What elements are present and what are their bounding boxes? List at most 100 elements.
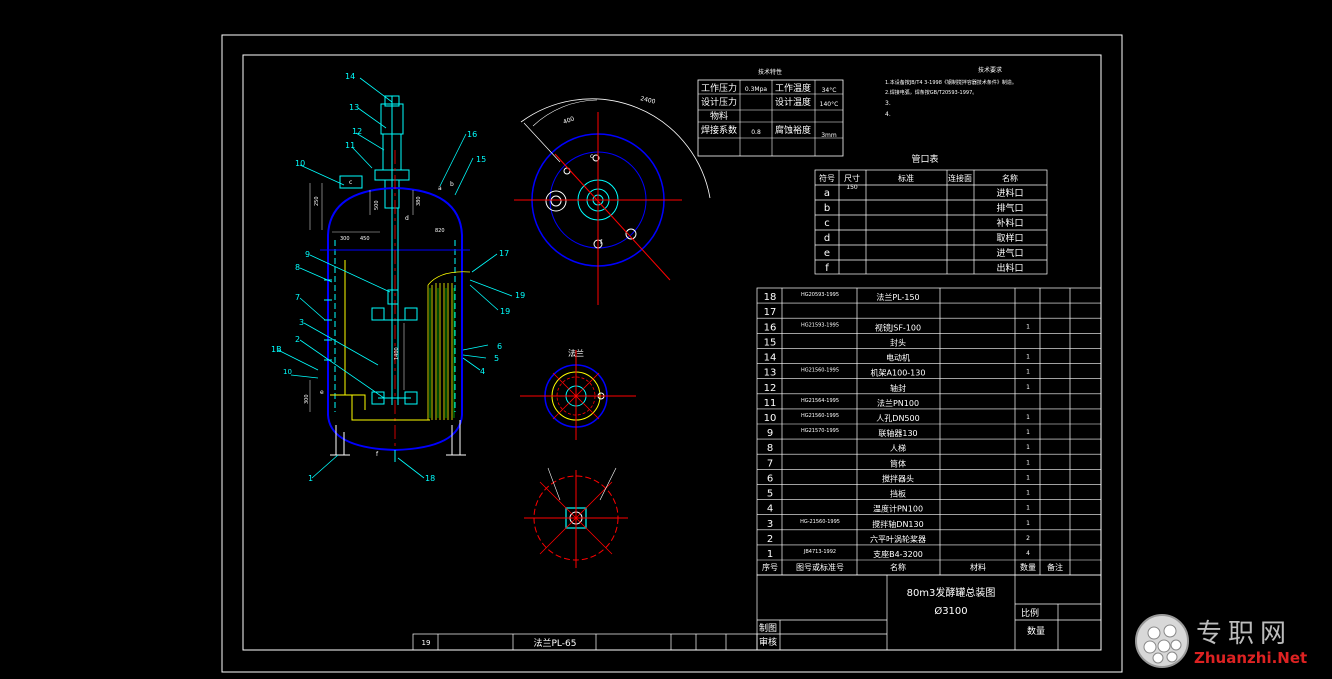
bom-cell-name: 人梯 — [890, 443, 906, 453]
bom-cell-no: 3 — [767, 519, 773, 530]
tech-reqs-line: 1.本设备按JB/T4 3-1998《钢制搅拌容器技术条件》制造。 — [885, 79, 1017, 86]
svg-text:450: 450 — [360, 236, 370, 242]
nozzle-header: 名称 — [1002, 173, 1018, 183]
bom-cell-qty: 1 — [1026, 459, 1030, 466]
tech-params-cell: 3mm — [821, 132, 837, 139]
bom-cell-std: HG21560-1995 — [801, 368, 839, 374]
part-label: 5 — [494, 354, 499, 363]
bom-cell-qty: 1 — [1026, 323, 1030, 330]
title-qty-label: 数量 — [1027, 625, 1045, 637]
nozzle-cell: 进料口 — [996, 187, 1023, 199]
bom-cell-qty: 1 — [1026, 444, 1030, 451]
svg-text:300: 300 — [304, 394, 310, 404]
nozzle-cell: e — [824, 248, 830, 259]
nozzle-cell: 排气口 — [996, 202, 1023, 214]
bottom-strip — [412, 633, 758, 651]
part-label: 11 — [345, 141, 355, 150]
bom-cell-no: 14 — [764, 353, 777, 364]
bom-header: 备注 — [1047, 562, 1063, 572]
bom-cell-name: 轴封 — [890, 383, 906, 393]
bom-cell-qty: 4 — [1026, 550, 1030, 557]
part-label: 1 — [308, 474, 313, 483]
tech-params-cell: 工作压力 — [701, 82, 737, 94]
svg-text:d: d — [405, 215, 409, 222]
tech-params-cell: 工作温度 — [775, 82, 811, 94]
watermark: 专职网 Zhuanzhi.Net — [1134, 605, 1324, 675]
part-label: 6 — [497, 342, 502, 351]
title-drawn-label: 制图 — [759, 622, 777, 634]
svg-text:c: c — [349, 179, 352, 186]
bom-cell-no: 18 — [764, 292, 777, 303]
bom-cell-name: 机架A100-130 — [871, 368, 926, 378]
nozzle-table-title: 管口表 — [911, 153, 938, 165]
watermark-en: Zhuanzhi.Net — [1194, 649, 1308, 667]
bom-cell-no: 2 — [767, 534, 773, 545]
nozzle-header: 符号 — [819, 173, 835, 183]
part-label: 12 — [352, 127, 362, 136]
bom-cell-std: HG21593-1995 — [801, 322, 839, 328]
tech-params-title: 技术特性 — [758, 68, 782, 76]
part-label: 2 — [295, 335, 300, 344]
bom-cell-std: HG20593-1995 — [801, 292, 839, 298]
nozzle-cell: f — [825, 263, 829, 274]
sheet-inner-border — [242, 54, 1102, 651]
part-label: 19 — [500, 307, 510, 316]
tech-params-cell: 设计温度 — [775, 96, 811, 108]
vessel-elevation — [277, 77, 513, 479]
tech-params-cell: 0.3Mpa — [745, 86, 768, 93]
tech-params-cell: 物料 — [710, 110, 728, 122]
nozzle-cell: 取样口 — [996, 232, 1023, 244]
part-label: 18 — [425, 474, 435, 483]
nozzle-table — [814, 169, 1048, 275]
part-label: 10 — [295, 159, 305, 168]
title-scale-label: 比例 — [1021, 607, 1039, 619]
bom-cell-qty: 1 — [1026, 384, 1030, 391]
bom-cell-qty: 1 — [1026, 369, 1030, 376]
nozzle-cell: 进气口 — [996, 247, 1023, 259]
bom-cell-std: HG-21560-1995 — [800, 519, 840, 525]
impeller-plan — [524, 467, 628, 568]
bom-cell-qty: 1 — [1026, 505, 1030, 512]
bom-cell-name: 筒体 — [890, 458, 906, 468]
bom-header: 图号或标准号 — [796, 562, 844, 572]
part-label: 10 — [283, 368, 292, 376]
nozzle-cell: 补料口 — [996, 217, 1023, 229]
nozzle-header: 标准 — [898, 173, 914, 183]
nozzle-header: 尺寸 — [844, 173, 860, 183]
bom-cell-no: 13 — [764, 368, 777, 379]
bom-cell-no: 16 — [764, 322, 777, 333]
bom-cell-name: 封头 — [890, 337, 906, 347]
title-drawing-name: 80m3发酵罐总装图 — [907, 586, 996, 599]
svg-text:1400: 1400 — [394, 347, 400, 360]
bom-cell-no: 1 — [767, 549, 773, 560]
svg-text:820: 820 — [435, 228, 445, 234]
bom-cell-qty: 1 — [1026, 490, 1030, 497]
title-block — [756, 574, 1102, 651]
svg-text:2400: 2400 — [640, 95, 657, 106]
tech-reqs-title: 技术要求 — [978, 66, 1002, 74]
tech-reqs-line: 4. — [885, 111, 891, 118]
tech-params-cell: 设计压力 — [701, 96, 737, 108]
sheet-outer-border — [221, 34, 1123, 673]
bom-cell-std: HG21570-1995 — [801, 428, 839, 434]
tech-params-cell: 0.8 — [751, 129, 761, 136]
nozzle-cell: 出料口 — [996, 262, 1023, 274]
tech-params-cell: 焊接系数 — [701, 124, 737, 136]
bom-cell-name: 搅拌轴DN130 — [872, 519, 923, 529]
part-label: 17 — [499, 249, 509, 258]
bom-header: 序号 — [762, 562, 778, 572]
tech-params-cell: 140°C — [820, 101, 839, 108]
svg-text:500: 500 — [374, 200, 380, 210]
bom-cell-std: HG21564-1995 — [801, 398, 839, 404]
svg-text:f: f — [376, 451, 379, 458]
bom-cell-std: JB4713-1992 — [803, 549, 836, 555]
bom-cell-no: 10 — [764, 413, 777, 424]
bom-cell-std: HG21560-1995 — [801, 413, 839, 419]
plan-view — [514, 98, 711, 305]
bom-header: 数量 — [1020, 562, 1036, 572]
bom-cell-name: 搅拌器头 — [882, 473, 914, 483]
part-label: 13 — [349, 103, 359, 112]
